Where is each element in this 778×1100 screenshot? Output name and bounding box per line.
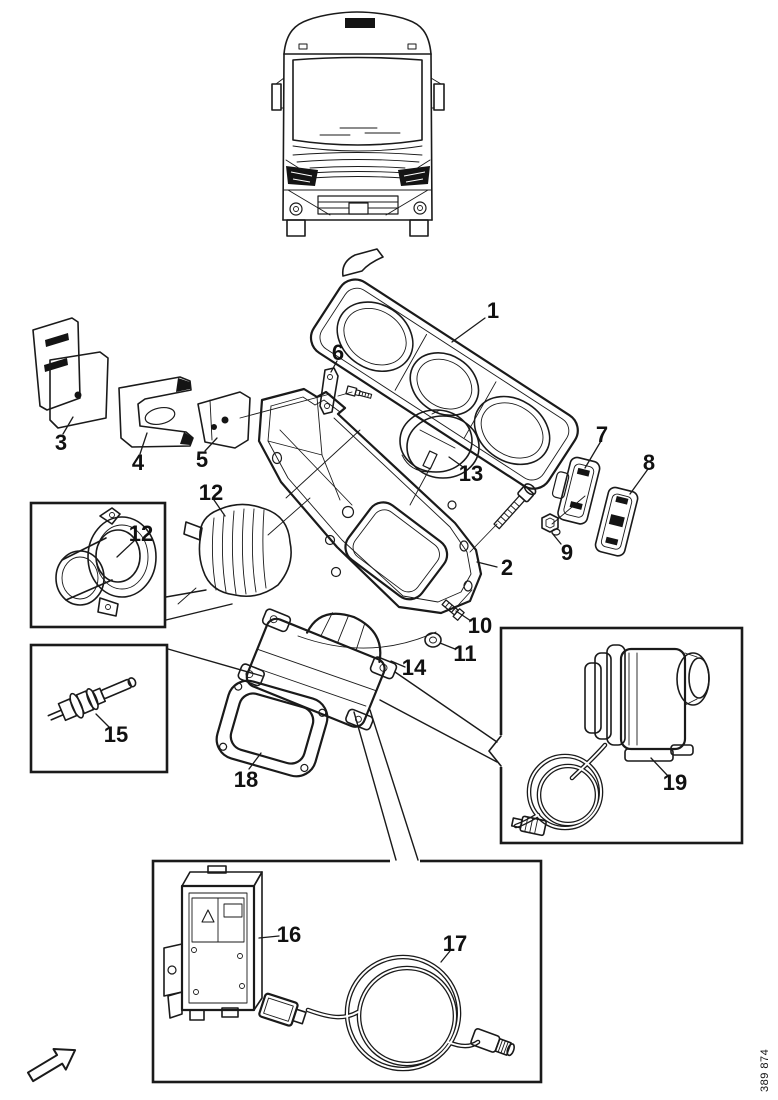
- part-2-housing: [257, 387, 483, 615]
- control-unit-inset: [151, 859, 543, 1084]
- part-11-nut: [424, 632, 442, 648]
- bus-front-view: [271, 11, 445, 237]
- callout-18: 18: [234, 767, 258, 792]
- part-3-bracket: [32, 317, 109, 429]
- part-12-lamp-module: [177, 503, 292, 605]
- callout-19: 19: [663, 770, 687, 795]
- part-1-lens: [309, 248, 579, 490]
- cable-connector: [510, 815, 547, 837]
- callout-11: 11: [453, 641, 476, 666]
- right-mirror: [433, 83, 445, 111]
- right-fog-lamp: [413, 201, 427, 215]
- part-14-projector: [237, 608, 398, 731]
- callout-15: 15: [104, 722, 128, 747]
- inset-boxes: [29, 501, 744, 1084]
- callout-3: 3: [55, 430, 67, 455]
- callout-6: 6: [332, 340, 344, 365]
- callout-4: 4: [132, 450, 145, 475]
- right-wheel: [409, 219, 429, 237]
- left-headlamp: [286, 166, 318, 186]
- part-17-cable: [258, 954, 515, 1072]
- callout-7: 7: [596, 422, 608, 447]
- destination-sign: [345, 18, 375, 28]
- part-8-cover: [594, 486, 639, 557]
- screw: [345, 385, 373, 399]
- callout-5: 5: [196, 447, 208, 472]
- mounting-bolt: [493, 483, 537, 530]
- part-16-control-unit: [163, 865, 263, 1021]
- right-headlamp: [398, 166, 430, 186]
- callout-16: 16: [277, 922, 301, 947]
- figure-id: 389 874: [759, 1049, 771, 1092]
- part-10-screw: [441, 599, 465, 621]
- left-mirror: [271, 83, 282, 111]
- leader-lines: [62, 317, 669, 963]
- part-7-cover: [551, 456, 601, 525]
- windshield: [292, 56, 423, 146]
- left-fog-lamp: [289, 202, 303, 216]
- callout-2: 2: [501, 555, 513, 580]
- callout-9: 9: [561, 540, 573, 565]
- callout-13: 13: [459, 461, 483, 486]
- part-4-bracket: [118, 376, 194, 448]
- part-13-cap: [399, 409, 480, 479]
- lamp-unit-inset: [29, 501, 167, 629]
- callout-14: 14: [402, 655, 427, 680]
- callout-1: 1: [487, 298, 499, 323]
- part-6-strap: [319, 367, 373, 415]
- headlamp-exploded-view: [32, 248, 639, 778]
- callout-10: 10: [468, 613, 492, 638]
- callout-12: 12: [129, 521, 153, 546]
- direction-arrow-icon: [26, 1048, 77, 1083]
- part-9-nut: [541, 513, 561, 536]
- part-18-gasket: [215, 679, 329, 778]
- part-5-bracket: [197, 391, 251, 449]
- left-wheel: [286, 219, 306, 237]
- corner-module-inset: [488, 626, 744, 845]
- license-plate: [348, 202, 369, 215]
- bulb-inset: [29, 643, 169, 774]
- callout-17: 17: [443, 931, 467, 956]
- callout-12: 12: [199, 480, 223, 505]
- callout-8: 8: [643, 450, 655, 475]
